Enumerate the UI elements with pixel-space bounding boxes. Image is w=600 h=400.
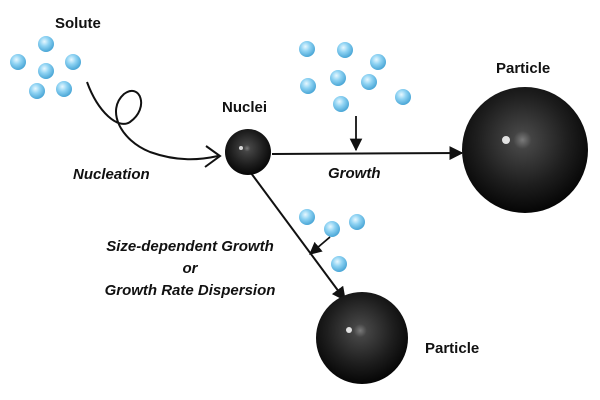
solute-bead xyxy=(10,54,26,70)
solute-bead xyxy=(333,96,349,112)
solute-bead xyxy=(300,78,316,94)
dispersion-arrow xyxy=(250,172,346,302)
size-dependent-line1: Size-dependent Growth xyxy=(106,238,274,255)
solute-bead xyxy=(38,63,54,79)
size-dependent-line3: Growth Rate Dispersion xyxy=(104,282,276,299)
particle-large-highlight xyxy=(502,136,510,144)
solute-bead xyxy=(361,74,377,90)
solute-bead xyxy=(29,83,45,99)
solute-bead xyxy=(38,36,54,52)
nucleation-arrow-head xyxy=(204,145,222,168)
nucleation-label: Nucleation xyxy=(73,166,150,183)
particle-bottom-label: Particle xyxy=(425,340,480,357)
nuclei-label: Nuclei xyxy=(222,99,268,116)
solute-bead xyxy=(299,41,315,57)
solute-bead xyxy=(349,214,365,230)
solute-bead xyxy=(56,81,72,97)
solute-bead xyxy=(395,89,411,105)
nucleation-arrow xyxy=(86,81,219,161)
solute-label: Solute xyxy=(55,15,101,32)
particle-top-label: Particle xyxy=(496,60,551,77)
solute-bead xyxy=(330,70,346,86)
solute-bead xyxy=(370,54,386,70)
solute-bead xyxy=(324,221,340,237)
solute-bead xyxy=(65,54,81,70)
particle-sphere-large xyxy=(462,87,588,213)
solute-beads-cluster xyxy=(10,36,81,99)
solute-bead xyxy=(337,42,353,58)
growth-arrow xyxy=(271,146,464,161)
growth-label: Growth xyxy=(328,165,381,182)
size-dependent-line2: or xyxy=(182,260,198,277)
growth-beads-cluster xyxy=(299,41,411,112)
particle-bottom-highlight xyxy=(346,327,352,333)
dispersion-beads-cluster xyxy=(299,209,365,272)
nuclei-highlight xyxy=(239,146,243,150)
solute-bead xyxy=(299,209,315,225)
size-dependent-caption: Size-dependent Growth or Growth Rate Dis… xyxy=(80,236,300,302)
particle-sphere-bottom xyxy=(316,292,408,384)
solute-bead xyxy=(331,256,347,272)
feed-arrow-diagonal xyxy=(309,236,331,255)
nuclei-sphere xyxy=(225,129,271,175)
